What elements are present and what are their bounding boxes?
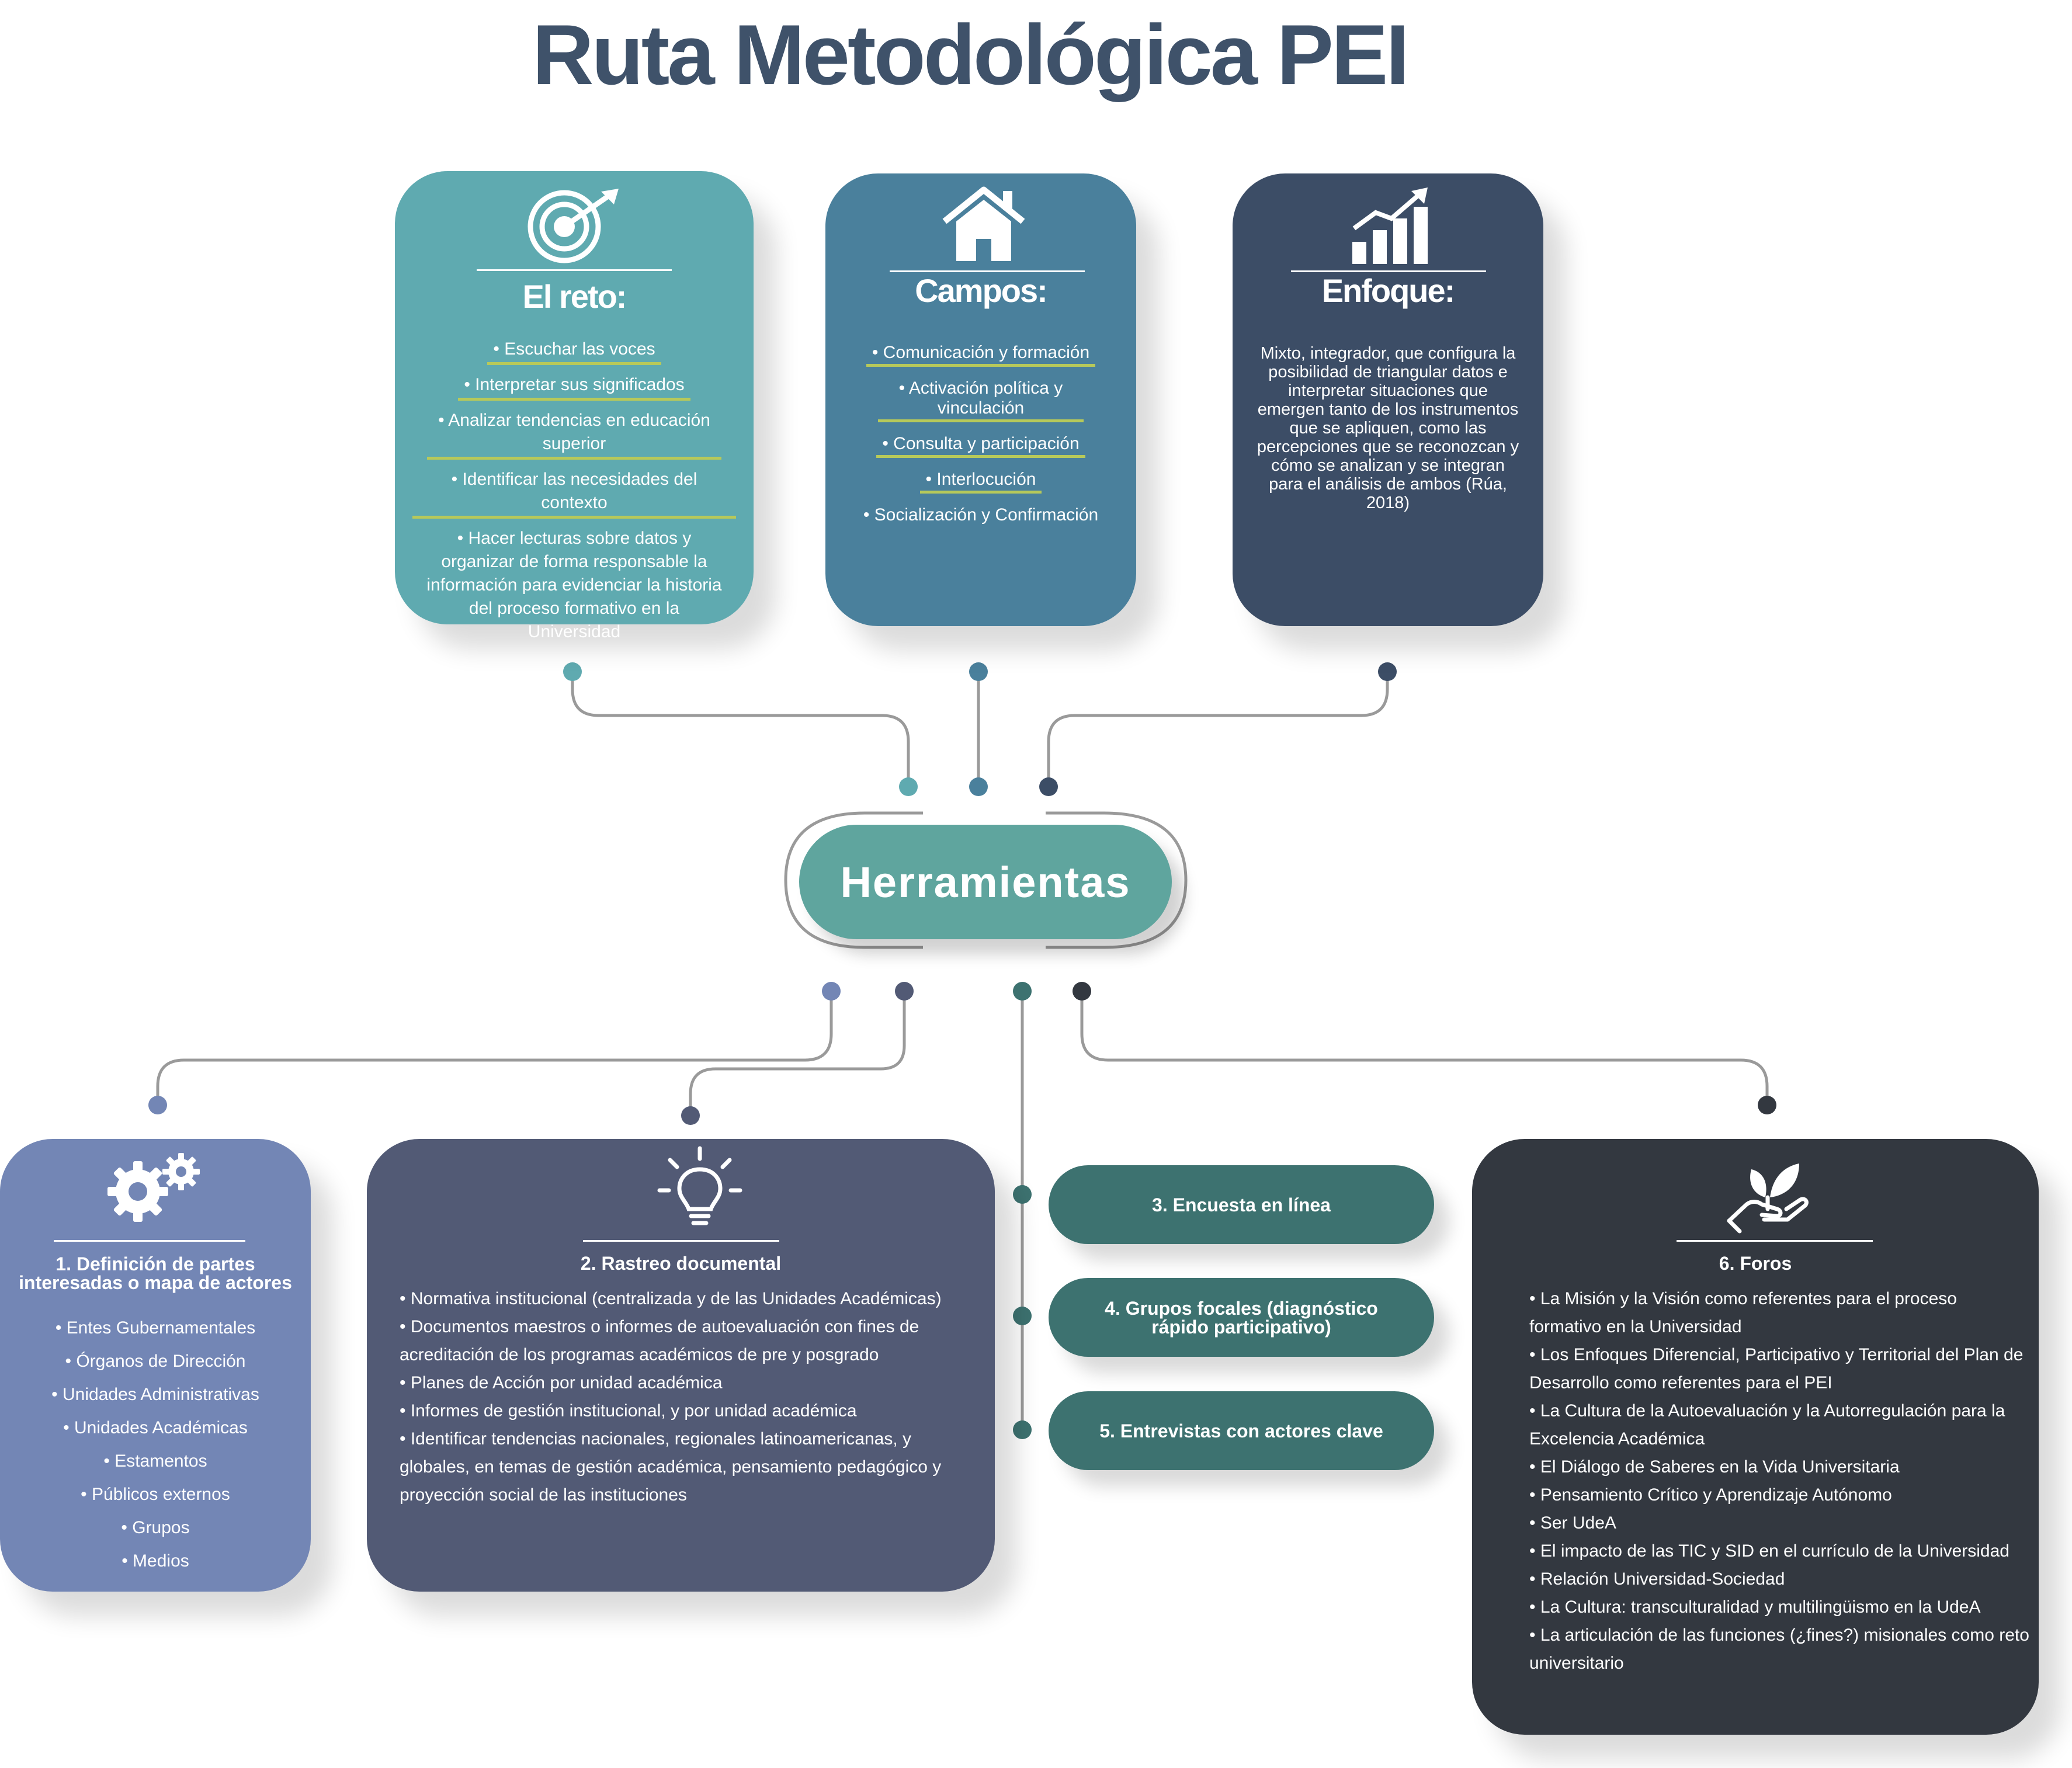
list-item: • Escuchar las voces xyxy=(412,338,736,365)
card-foros-title: 6. Foros xyxy=(1719,1253,1792,1274)
dot-rastreo xyxy=(681,1106,700,1125)
card-actores-title: 1. Definición de partes interesadas o ma… xyxy=(19,1253,292,1293)
dot-pill-3 xyxy=(1013,1420,1032,1439)
actores-list: • Entes Gubernamentales • Órganos de Dir… xyxy=(12,1311,299,1578)
pill-grupos-focales: 4. Grupos focales (diagnóstico rápido pa… xyxy=(1049,1278,1434,1357)
list-item: • El Diálogo de Saberes en la Vida Unive… xyxy=(1529,1457,1900,1477)
foros-list: • La Misión y la Visión como referentes … xyxy=(1529,1285,2032,1677)
list-item: • Interpretar sus significados xyxy=(412,373,736,401)
rastreo-list: • Normativa institucional (centralizada … xyxy=(400,1285,966,1509)
list-item: • Órganos de Dirección xyxy=(65,1352,246,1371)
dot-pill-2 xyxy=(1013,1307,1032,1325)
dot-campos-hub xyxy=(969,777,988,796)
list-item: • La Cultura: transculturalidad y multil… xyxy=(1529,1597,1981,1617)
list-item: • Estamentos xyxy=(103,1451,207,1471)
connector-reto xyxy=(571,672,910,786)
hub-outline-left xyxy=(784,811,923,949)
campos-list: • Comunicación y formación • Activación … xyxy=(843,343,1119,525)
gears-icon xyxy=(107,1153,200,1222)
connector-foros xyxy=(1080,991,1769,1105)
card-campos-title: Campos: xyxy=(915,272,1048,309)
page-title: Ruta Metodológica PEI xyxy=(532,7,1410,102)
connector-enfoque xyxy=(1047,672,1389,786)
list-item: • Unidades Académicas xyxy=(63,1418,248,1437)
list-item: • Pensamiento Crítico y Aprendizaje Autó… xyxy=(1529,1485,1892,1505)
list-item: • Analizar tendencias en educación super… xyxy=(412,409,736,460)
connector-actores xyxy=(156,991,833,1105)
card-enfoque: Enfoque: Mixto, integrador, que configur… xyxy=(1233,173,1543,626)
card-enfoque-title: Enfoque: xyxy=(1321,272,1456,309)
list-item: • Públicos externos xyxy=(81,1485,230,1504)
list-item: • El impacto de las TIC y SID en el curr… xyxy=(1529,1541,2009,1561)
list-item: • Los Enfoques Diferencial, Participativ… xyxy=(1529,1345,2024,1392)
dot-reto-top xyxy=(563,662,582,681)
card-rastreo-title: 2. Rastreo documental xyxy=(580,1253,782,1274)
target-icon xyxy=(527,189,619,263)
hub-herramientas: Herramientas xyxy=(799,825,1172,939)
enfoque-text: Mixto, integrador, que configura la posi… xyxy=(1257,344,1519,512)
dot-campos-top xyxy=(969,662,988,681)
card-rastreo: 2. Rastreo documental • Normativa instit… xyxy=(367,1139,995,1592)
list-item: • Medios xyxy=(122,1551,189,1571)
pill-encuesta: 3. Encuesta en línea xyxy=(1049,1165,1434,1244)
list-item: • Unidades Administrativas xyxy=(51,1385,259,1404)
growth-chart-icon xyxy=(1352,187,1428,264)
list-item: • La Misión y la Visión como referentes … xyxy=(1529,1289,1957,1336)
dot-rastreo-hub xyxy=(895,982,914,1001)
lightbulb-icon xyxy=(657,1146,742,1225)
dot-reto-hub xyxy=(899,777,918,796)
list-item: • Grupos xyxy=(121,1518,190,1537)
dot-foros-hub xyxy=(1073,982,1091,1001)
list-item: • Comunicación y formación xyxy=(843,343,1119,367)
hand-plant-icon xyxy=(1727,1163,1809,1234)
list-item: • Informes de gestión institucional, y p… xyxy=(400,1401,857,1420)
list-item: • Socialización y Confirmación xyxy=(863,505,1099,525)
card-reto: El reto: • Escuchar las voces • Interpre… xyxy=(395,171,754,641)
dot-pills-hub xyxy=(1013,982,1032,1001)
dot-enfoque-hub xyxy=(1039,777,1058,796)
card-campos: Campos: • Comunicación y formación • Act… xyxy=(825,173,1136,626)
list-item: • Normativa institucional (centralizada … xyxy=(400,1289,942,1308)
dot-enfoque-top xyxy=(1378,662,1397,681)
pill-entrevistas: 5. Entrevistas con actores clave xyxy=(1049,1391,1434,1470)
card-reto-title: El reto: xyxy=(522,278,627,315)
list-item: • Interlocución xyxy=(843,470,1119,494)
list-item: • Identificar las necesidades del contex… xyxy=(412,468,736,519)
list-item: • Planes de Acción por unidad académica xyxy=(400,1373,723,1392)
dot-foros xyxy=(1758,1096,1776,1114)
list-item: • Identificar tendencias nacionales, reg… xyxy=(400,1429,942,1505)
list-item: • La Cultura de la Autoevaluación y la A… xyxy=(1529,1401,2005,1449)
house-icon xyxy=(942,186,1025,261)
list-item: • Relación Universidad-Sociedad xyxy=(1529,1569,1785,1589)
card-foros: 6. Foros • La Misión y la Visión como re… xyxy=(1472,1139,2039,1735)
hub-label: Herramientas xyxy=(840,857,1131,906)
list-item: • Entes Gubernamentales xyxy=(55,1318,256,1338)
dot-actores xyxy=(148,1096,167,1114)
card-actores: 1. Definición de partes interesadas o ma… xyxy=(0,1139,311,1592)
list-item: • Activación política y vinculación xyxy=(843,378,1119,422)
list-item: • Consulta y participación xyxy=(843,434,1119,458)
dot-pill-1 xyxy=(1013,1185,1032,1204)
hub-outline-right xyxy=(1046,811,1188,949)
reto-list: • Escuchar las voces • Interpretar sus s… xyxy=(412,338,736,644)
list-item: • Hacer lecturas sobre datos y organizar… xyxy=(426,529,722,641)
dot-actores-hub xyxy=(822,982,841,1001)
list-item: • Documentos maestros o informes de auto… xyxy=(400,1317,919,1364)
connector-rastreo xyxy=(689,991,906,1116)
list-item: • La articulación de las funciones (¿fin… xyxy=(1529,1625,2029,1673)
list-item: • Ser UdeA xyxy=(1529,1513,1616,1533)
